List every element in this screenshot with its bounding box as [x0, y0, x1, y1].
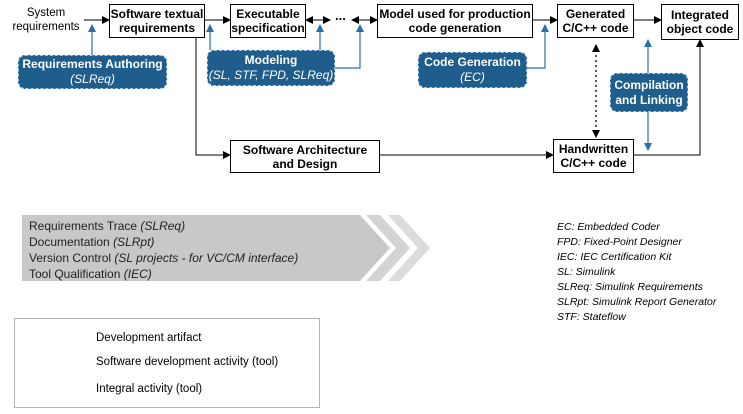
- abbreviation-item: FPD: Fixed-Point Designer: [557, 236, 682, 248]
- code-generation-name: Code Generation: [424, 55, 521, 69]
- system-requirements-label: System requirements: [12, 7, 80, 33]
- software-architecture-label: Software Architecture and Design: [242, 142, 368, 171]
- integral-item-tool-qualification: Tool Qualification (IEC): [29, 267, 152, 281]
- integrated-object-code-box: Integrated object code: [661, 4, 739, 40]
- legend-activity-label: Software development activity (tool): [96, 356, 279, 368]
- modeling-activity: Modeling (SL, STF, FPD, SLReq): [207, 50, 335, 86]
- compilation-linking-activity: Compilation and Linking: [610, 73, 688, 112]
- software-architecture-box: Software Architecture and Design: [230, 140, 380, 173]
- abbreviation-item: IEC: IEC Certification Kit: [557, 251, 672, 263]
- code-generation-tool: (EC): [460, 70, 485, 84]
- model-production-box: Model used for production code generatio…: [377, 4, 533, 38]
- integral-item-documentation: Documentation (SLRpt): [29, 235, 155, 249]
- software-textual-requirements-label: Software textual requirements: [110, 7, 204, 35]
- generated-code-label: Generated C/C++ code: [562, 7, 629, 35]
- modeling-tool: (SL, STF, FPD, SLReq): [208, 68, 334, 82]
- abbreviation-item: EC: Embedded Coder: [557, 221, 660, 233]
- arrow-handwritten-to-integrated: [634, 39, 704, 156]
- legend-artifact-label: Development artifact: [96, 332, 202, 344]
- requirements-authoring-activity: Requirements Authoring (SLReq): [18, 55, 167, 89]
- arrow-codegen-to-generated: [527, 24, 549, 69]
- abbreviation-item: SLRpt: Simulink Report Generator: [557, 296, 717, 308]
- legend: [14, 318, 320, 408]
- handwritten-code-box: Handwritten C/C++ code: [553, 139, 634, 173]
- integral-item-requirements-trace: Requirements Trace (SLReq): [29, 219, 186, 233]
- handwritten-code-label: Handwritten C/C++ code: [558, 142, 629, 170]
- abbreviation-list: EC: Embedded Coder FPD: Fixed-Point Desi…: [557, 220, 716, 325]
- integrated-object-code-label: Integrated object code: [666, 8, 734, 36]
- abbreviation-item: SL: Simulink: [557, 266, 616, 278]
- integral-item-version-control: Version Control (SL projects - for VC/CM…: [29, 251, 299, 265]
- modeling-name: Modeling: [244, 53, 298, 67]
- model-production-label: Model used for production code generatio…: [379, 7, 531, 35]
- requirements-authoring-name: Requirements Authoring: [22, 57, 163, 71]
- legend-integral-label: Integral activity (tool): [96, 383, 203, 395]
- requirements-authoring-tool: (SLReq): [70, 72, 115, 86]
- executable-specification-label: Executable specification: [231, 7, 305, 35]
- arrow-modeling-to-model: [335, 24, 364, 69]
- compilation-linking-name: Compilation and Linking: [614, 77, 684, 107]
- abbreviation-item: SLReq: Simulink Requirements: [557, 281, 703, 293]
- integral-activity-list: Requirements Trace (SLReq) Documentation…: [29, 218, 298, 282]
- integral-chevron-band: [22, 215, 430, 281]
- executable-specification-box: Executable specification: [230, 4, 306, 38]
- arrow-swreq-to-architecture: [195, 38, 231, 159]
- generated-code-box: Generated C/C++ code: [557, 4, 634, 38]
- abbreviation-item: STF: Stateflow: [557, 311, 626, 323]
- ellipsis-label: ...: [335, 8, 346, 23]
- code-generation-activity: Code Generation (EC): [418, 52, 527, 88]
- software-textual-requirements-box: Software textual requirements: [109, 4, 205, 38]
